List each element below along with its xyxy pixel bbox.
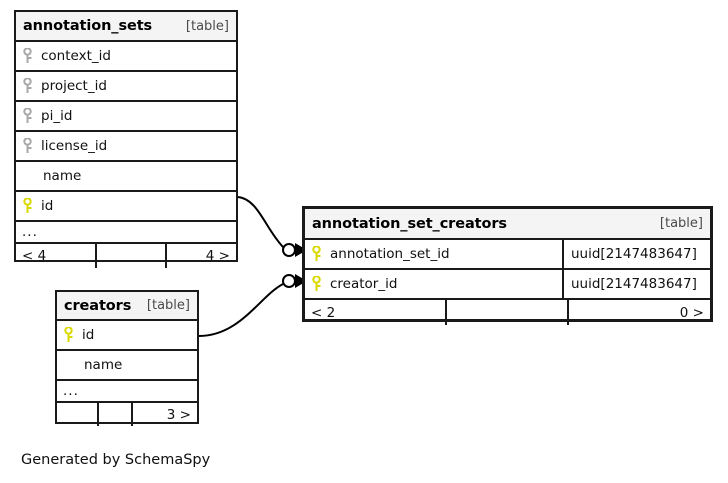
relationship-arrow-annotation-sets [295, 243, 307, 257]
column-name: project_id [41, 78, 107, 94]
relationship-zero-marker-annotation-sets [282, 243, 296, 257]
table-footer-annotation-sets: < 4 4 > [16, 244, 236, 268]
foreign-key-icon [23, 108, 32, 123]
column-name: pi_id [41, 108, 73, 124]
column-name: name [84, 357, 123, 373]
column-name: annotation_set_id [330, 246, 450, 262]
diagram-caption: Generated by SchemaSpy [21, 452, 211, 468]
column-type: uuid[2147483647] [571, 276, 697, 292]
relationship-line-annotation-sets [237, 196, 284, 248]
column-row-id[interactable]: id [16, 192, 236, 222]
column-name: id [41, 198, 54, 214]
primary-key-icon [23, 198, 32, 213]
footer-child-count: 0 > [679, 304, 704, 321]
table-header-annotation-sets: annotation_sets [table] [16, 12, 236, 42]
column-row-creator-id[interactable]: creator_id uuid[2147483647] [305, 270, 710, 300]
column-name: id [82, 327, 95, 343]
column-row-context-id[interactable]: context_id [16, 42, 236, 72]
ellipsis-label: ... [63, 383, 79, 399]
foreign-key-icon [23, 78, 32, 93]
more-columns-ellipsis: ... [16, 222, 236, 244]
table-title: creators [64, 297, 132, 314]
table-title: annotation_set_creators [312, 215, 507, 232]
footer-child-count: 4 > [205, 248, 230, 264]
footer-parent-count: < 4 [16, 244, 97, 268]
table-annotation-set-creators[interactable]: annotation_set_creators [table] annotati… [302, 206, 713, 325]
column-type: uuid[2147483647] [571, 246, 697, 262]
table-type-tag: [table] [659, 216, 703, 231]
relationship-line-creators [198, 283, 284, 337]
relationship-arrow-creators [295, 274, 307, 288]
footer-middle [447, 300, 569, 325]
column-row-name[interactable]: name [16, 162, 236, 192]
column-row-pi-id[interactable]: pi_id [16, 102, 236, 132]
column-name: creator_id [330, 276, 398, 292]
column-row-name[interactable]: name [57, 351, 197, 381]
column-row-annotation-set-id[interactable]: annotation_set_id uuid[2147483647] [305, 240, 710, 270]
column-name: context_id [41, 48, 111, 64]
table-creators[interactable]: creators [table] id name ... 3 > [55, 290, 199, 426]
footer-middle [99, 403, 133, 426]
column-name: name [43, 168, 82, 184]
column-row-project-id[interactable]: project_id [16, 72, 236, 102]
footer-child-count: 3 > [166, 406, 191, 423]
table-title: annotation_sets [23, 18, 153, 34]
footer-parent-count: < 2 [305, 300, 447, 325]
relationship-zero-marker-creators [282, 274, 296, 288]
ellipsis-label: ... [22, 224, 38, 240]
column-row-id[interactable]: id [57, 321, 197, 351]
table-header-annotation-set-creators: annotation_set_creators [table] [305, 209, 710, 240]
table-header-creators: creators [table] [57, 292, 197, 321]
table-type-tag: [table] [146, 298, 190, 313]
column-name: license_id [41, 138, 108, 154]
primary-key-icon [64, 327, 73, 342]
primary-key-icon [312, 276, 321, 291]
table-footer-creators: 3 > [57, 403, 197, 426]
table-annotation-sets[interactable]: annotation_sets [table] context_id proje… [14, 10, 238, 268]
column-row-license-id[interactable]: license_id [16, 132, 236, 162]
primary-key-icon [312, 246, 321, 261]
table-footer-annotation-set-creators: < 2 0 > [305, 300, 710, 325]
footer-middle [97, 244, 167, 268]
table-type-tag: [table] [185, 18, 229, 34]
foreign-key-icon [23, 48, 32, 63]
more-columns-ellipsis: ... [57, 381, 197, 403]
foreign-key-icon [23, 138, 32, 153]
footer-parent-count [57, 403, 99, 426]
